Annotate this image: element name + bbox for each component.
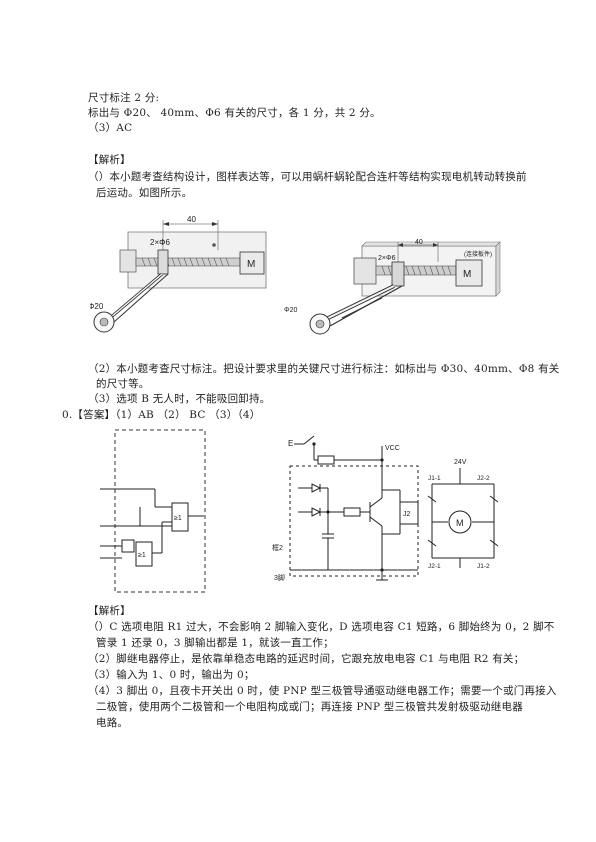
relay-circuit-figure: E VCC J2 24V J1-1 J2-2 J2-1 J1-2 M 虚线框2 … — [272, 435, 499, 582]
analysis-heading-1: 【解析】 — [88, 154, 131, 166]
dim-phi20-left: Φ20 — [90, 302, 104, 311]
dashed-box-label: 虚线框2 — [272, 543, 283, 552]
analysis1-p2-line2: 的尺寸等。 — [96, 378, 150, 390]
dim-2phi6-right: 2×Φ6 — [378, 255, 396, 262]
answer-3: （3）AC — [88, 122, 133, 134]
dim-40-right: 40 — [415, 239, 423, 246]
analysis2-line1: （）C 选项电阻 R1 过大，不会影响 2 脚输入变化，D 选项电容 C1 短路… — [88, 621, 555, 633]
j1-2-label: J1-2 — [477, 563, 490, 570]
j2-1-label: J2-1 — [428, 563, 441, 570]
gate-symbol-2: ≥1 — [138, 552, 146, 559]
vcc-label: VCC — [385, 445, 400, 452]
dim-2phi6-left: 2×Φ6 — [150, 238, 171, 247]
pin3-label: 3脚 — [274, 573, 285, 582]
mechanism-figure-right: M (连接板件) 40 2×Φ6 Φ20 — [284, 239, 501, 335]
analysis2-line2: 管录 1 还录 0，3 脚输出都是 1，就该一直工作； — [96, 637, 334, 649]
motor-label-circuit: M — [456, 518, 464, 528]
analysis-heading-2: 【解析】 — [88, 605, 131, 617]
gate-symbol-1: ≥1 — [174, 515, 182, 522]
dim-40-left: 40 — [187, 215, 196, 224]
switch-label: E — [288, 439, 293, 448]
analysis1-p1-line1: （）本小题考查结构设计，图样表达等，可以用蜗杆蜗轮配合连杆等结构实现电机转动转换… — [88, 171, 527, 183]
dim-phi20-right: Φ20 — [284, 307, 297, 314]
j1-1-label: J1-1 — [428, 475, 441, 482]
dimension-title: 尺寸标注 2 分: — [88, 92, 160, 104]
analysis2-line5: （4）3 脚出 0，且夜卡开关出 0 时，使 PNP 型三极管导通驱动继电器工作… — [88, 685, 557, 697]
mechanism-figure-left: M 40 2×Φ6 Φ20 — [90, 215, 267, 333]
motor-label-right: M — [463, 269, 471, 280]
answer-2: 0.【答案】（1）AB （2） BC （3）（4） — [62, 409, 261, 421]
logic-gate-figure: ≥1 ≥1 — [100, 429, 206, 593]
analysis2-line4: （3）输入为 1、0 时，输出为 0； — [88, 669, 255, 681]
analysis2-line3: （2）脚继电器停止，是依靠单稳态电路的延迟时间，它跟充放电电容 C1 与电阻 R… — [88, 653, 525, 665]
analysis1-p2-line1: （2）本小题考查尺寸标注。把设计要求里的关键尺寸进行标注：如标出与 Φ30、40… — [88, 363, 560, 375]
analysis2-line7: 电路。 — [96, 717, 129, 729]
dimension-line: 标出与 Φ20、 40mm、Φ6 有关的尺寸，各 1 分，共 2 分。 — [88, 107, 381, 119]
v24-label: 24V — [454, 459, 467, 466]
analysis2-line6: 二极管，使用两个二极管和一个电阻构成或门；再连接 PNP 型三极管共发射极驱动继… — [96, 701, 523, 713]
analysis1-p1-line2: 后运动。如图所示。 — [96, 187, 193, 199]
j2-2-label: J2-2 — [477, 475, 490, 482]
relay-label: J2 — [403, 511, 411, 518]
motor-label-left: M — [247, 259, 255, 270]
plate-tag: (连接板件) — [464, 250, 492, 258]
analysis1-p3: （3）选项 B 无人时，不能吸回卸持。 — [88, 393, 271, 405]
